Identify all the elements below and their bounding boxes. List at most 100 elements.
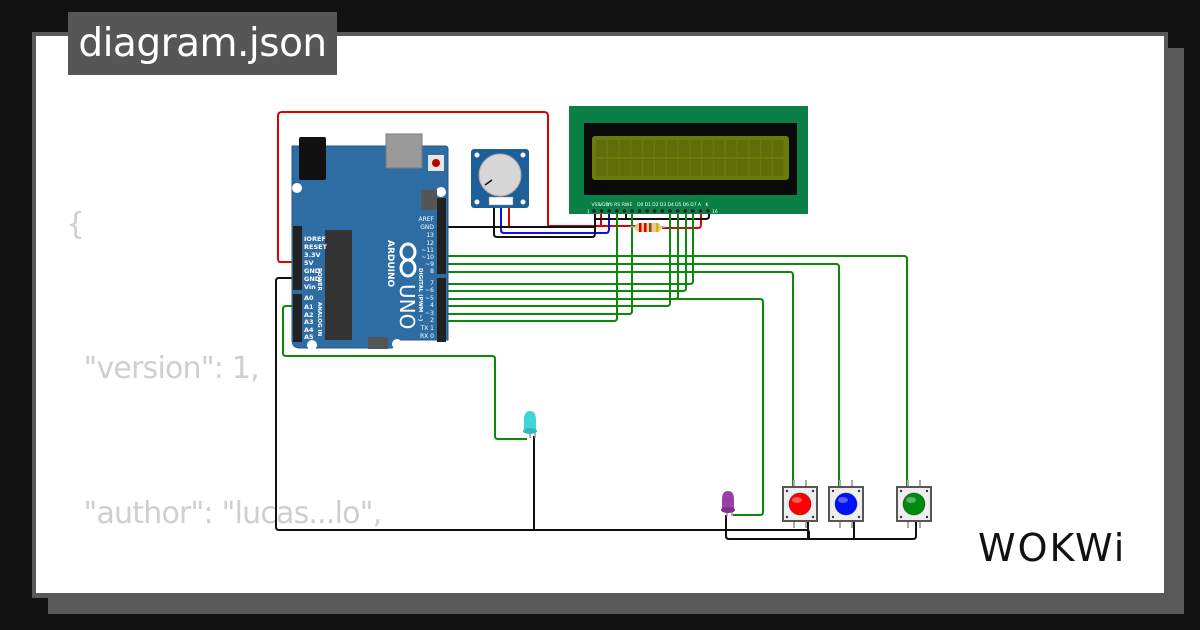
pot-knob[interactable]	[478, 153, 522, 197]
lcd-pin-label: D4	[668, 202, 674, 208]
potentiometer[interactable]	[471, 149, 529, 208]
button-corner	[785, 489, 789, 493]
purple-led[interactable]	[721, 491, 735, 516]
pin-label: A2	[304, 311, 314, 319]
resistor-band	[644, 223, 647, 232]
pin-label: RESET	[304, 243, 328, 251]
lcd-pin-label: D0	[637, 202, 643, 208]
lcd-char-cell	[607, 159, 619, 176]
led-body	[722, 491, 734, 511]
reset-button-cap	[432, 159, 440, 167]
arduino-model: UNO	[395, 284, 419, 329]
pot-hole	[474, 199, 480, 205]
blue-button[interactable]	[828, 480, 864, 528]
button-cap[interactable]	[788, 492, 812, 516]
lcd-pin	[607, 209, 611, 213]
resistor-band	[649, 223, 652, 232]
button-corner	[899, 489, 903, 493]
button-corner	[831, 489, 835, 493]
arduino-uno[interactable]: IOREF RESET 3.3V 5V GND GND Vin A0 A1 A2…	[291, 133, 449, 350]
lcd-pin-label: V0	[607, 202, 613, 208]
analog-header	[293, 294, 302, 342]
led-base	[721, 507, 735, 513]
lcd-char-cell	[655, 140, 666, 157]
lcd-pin-label: RW	[622, 202, 630, 208]
button-housing	[896, 486, 932, 522]
pin-label: A5	[304, 333, 314, 341]
wire-5v-red	[277, 111, 640, 263]
lcd-char-cell	[702, 140, 713, 157]
led-base	[523, 428, 537, 434]
button-corner	[811, 515, 815, 519]
button-corner	[831, 515, 835, 519]
wire-btn-blue	[440, 263, 840, 488]
pin-label: IOREF	[304, 235, 326, 243]
pin-label: TX 1	[420, 325, 435, 332]
wire-pot-gnd-black	[493, 203, 596, 238]
red-button[interactable]	[782, 480, 818, 528]
pin-label: A4	[304, 326, 314, 334]
cyan-led[interactable]	[523, 411, 537, 438]
pot-pins	[488, 196, 514, 206]
pin-label: GND	[304, 275, 321, 283]
lcd-pin	[706, 209, 710, 213]
analog-label: ANALOG IN	[316, 302, 322, 337]
pot-hole	[520, 199, 526, 205]
wire-lcd-k-black	[595, 212, 710, 220]
pin-label: AREF	[418, 216, 434, 223]
lcd-pin-number: 1	[587, 209, 590, 215]
wire-purple-led-gnd	[725, 515, 917, 540]
lcd-pin-label: D2	[652, 202, 658, 208]
green-button[interactable]	[896, 480, 932, 528]
button-corner	[811, 489, 815, 493]
lcd-char-cell	[725, 140, 737, 157]
button-corner	[785, 515, 789, 519]
lcd-pin-label: VSS	[592, 202, 601, 208]
pot-hole	[520, 152, 526, 158]
lcd-char-cell	[761, 159, 772, 176]
button-shine	[906, 497, 916, 503]
lcd-char-cell	[737, 159, 749, 176]
pin-label: ~10	[421, 254, 434, 261]
pushbuttons	[782, 480, 932, 528]
arduino-logo: ARDUINO UNO DIGITAL (PWM ~) POWER ANALOG…	[316, 240, 423, 337]
pin-label: ~3	[425, 310, 434, 317]
button-corner	[925, 489, 929, 493]
pin-label: 13	[426, 232, 434, 239]
button-corner	[925, 515, 929, 519]
wire-lcd-d7-green	[440, 212, 694, 285]
lcd-pin	[698, 209, 703, 213]
pin-label: GND	[420, 224, 434, 231]
icsp-header	[421, 190, 437, 210]
digital-header-top	[437, 198, 446, 274]
lcd-char-cell	[643, 159, 654, 176]
lcd-pin	[653, 209, 657, 213]
pin-label: Vin	[304, 283, 316, 291]
pin-label: RX 0	[420, 333, 434, 340]
wire-btn-green	[440, 255, 908, 488]
lcd-pin	[691, 209, 695, 213]
digital-header-bottom	[437, 278, 446, 342]
pin-label: 2	[430, 317, 434, 324]
power-pin-labels: IOREF RESET 3.3V 5V GND GND Vin A0 A1 A2…	[304, 235, 328, 341]
lcd-pin-label: D1	[645, 202, 651, 208]
lcd-pin	[683, 209, 687, 213]
lcd-char-cell	[596, 159, 607, 176]
button-cap[interactable]	[834, 492, 858, 516]
pin-label: A1	[304, 303, 314, 311]
lcd-pin-label: D3	[660, 202, 666, 208]
usb-port	[385, 133, 423, 169]
lcd-char-cell	[678, 140, 690, 157]
pin-label: ~11	[421, 247, 434, 254]
pin-label: 7	[430, 280, 434, 287]
button-cap[interactable]	[902, 492, 926, 516]
led-body	[524, 411, 536, 432]
lcd-pin	[599, 209, 604, 213]
lcd-char-cell	[655, 159, 666, 176]
lcd-char-cell	[714, 140, 725, 157]
resistor[interactable]	[630, 223, 665, 232]
lcd-pin-label: D5	[675, 202, 681, 208]
